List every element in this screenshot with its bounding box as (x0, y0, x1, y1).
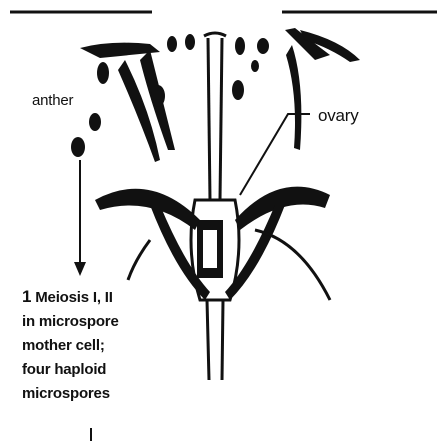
step-caption-line-2: in microspore (22, 310, 162, 334)
step-caption-line-4: four haploid (22, 358, 162, 382)
step-caption-line-1: 1Meiosis I, II (22, 285, 162, 310)
anther-label: anther (32, 92, 73, 109)
petal-right (285, 28, 360, 150)
step-caption-line-5: microspores (22, 382, 162, 406)
step-caption-line-3: mother cell; (22, 334, 162, 358)
step-number: 1 (22, 287, 31, 306)
ovary-label: ovary (318, 106, 359, 126)
stem (207, 300, 223, 380)
pistil (204, 33, 226, 200)
step-caption: 1Meiosis I, II in microspore mother cell… (22, 285, 162, 406)
